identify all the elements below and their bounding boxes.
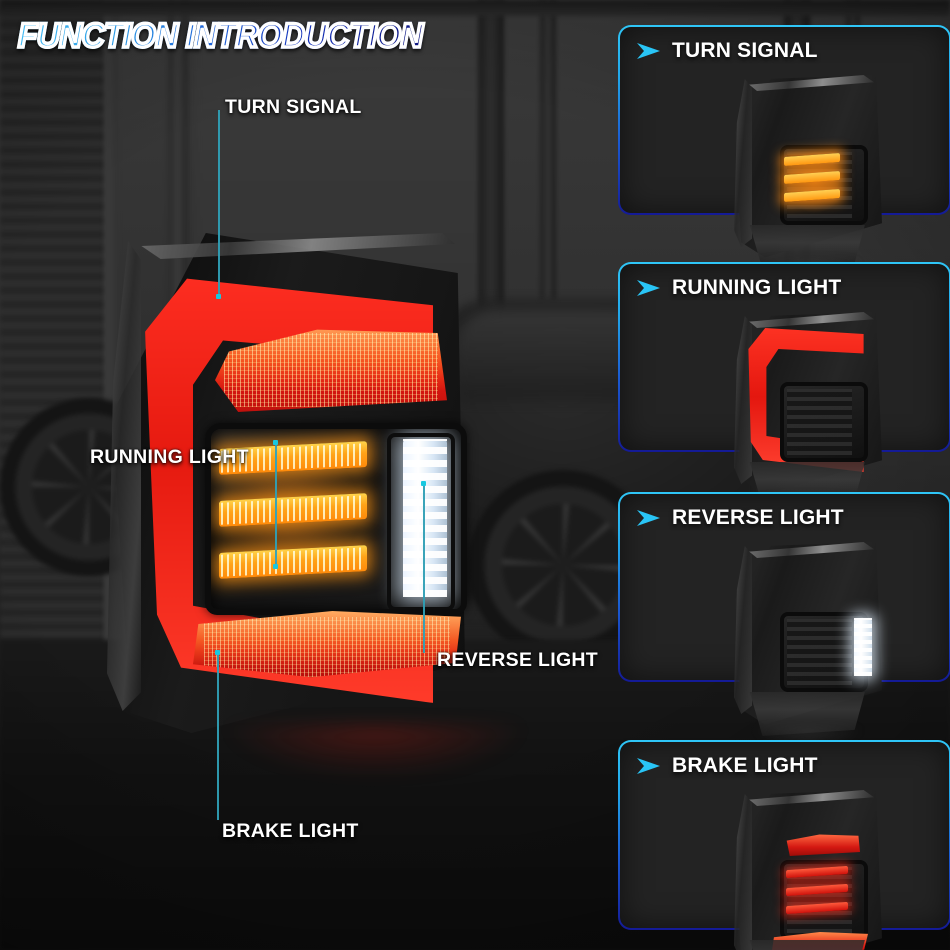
- panel-label-reverse-light: REVERSE LIGHT: [672, 506, 844, 529]
- callout-dot-turn-signal-cluster: [273, 440, 278, 445]
- panel-header-turn-signal: TURN SIGNAL: [636, 39, 818, 63]
- chevron-right-icon: [637, 758, 660, 774]
- chevron-right-icon: [637, 43, 660, 59]
- panel-turn-signal[interactable]: TURN SIGNAL: [618, 25, 950, 295]
- panel-header-running-light: RUNNING LIGHT: [636, 276, 841, 300]
- taillight-thumb-turn-signal: [732, 75, 882, 295]
- panel-label-brake-light: BRAKE LIGHT: [672, 754, 818, 777]
- taillight-thumb-running-light: [732, 312, 882, 532]
- chevron-right-icon: [637, 510, 660, 526]
- callout-dot-brake-light: [215, 650, 220, 655]
- panel-running-light[interactable]: RUNNING LIGHT: [618, 262, 950, 532]
- callout-label-reverse-light: REVERSE LIGHT: [437, 649, 599, 671]
- reverse-light-leds-thumb: [854, 618, 872, 676]
- panel-reverse-light[interactable]: REVERSE LIGHT: [618, 492, 950, 762]
- panel-header-reverse-light: REVERSE LIGHT: [636, 506, 844, 530]
- callout-label-brake-light: BRAKE LIGHT: [222, 820, 359, 842]
- brake-upper-bar-thumb: [786, 834, 860, 856]
- panel-header-brake-light: BRAKE LIGHT: [636, 754, 818, 778]
- chevron-right-icon: [637, 280, 660, 296]
- panel-brake-light[interactable]: BRAKE LIGHT: [618, 740, 950, 950]
- callout-dot-turn-signal: [216, 294, 221, 299]
- taillight-thumb-brake-light: [732, 790, 882, 950]
- taillight-thumb-reverse-light: [732, 542, 882, 762]
- callout-line-turn-signal: [218, 110, 220, 298]
- page-title: FUNCTION INTRODUCTION: [16, 15, 425, 57]
- callout-line-reverse-light: [423, 485, 425, 653]
- turn-signal-leds-thumb: [784, 151, 840, 211]
- reverse-light-frame: [387, 433, 455, 609]
- reverse-light-led-strip: [403, 439, 447, 597]
- taillight-left-chrome-edge: [107, 241, 141, 711]
- panel-label-turn-signal: TURN SIGNAL: [672, 39, 818, 62]
- callout-dot-reverse-light: [421, 481, 426, 486]
- main-taillight-illustration: [105, 233, 525, 845]
- callout-label-running-light: RUNNING LIGHT: [90, 446, 249, 468]
- brake-led-rows-thumb: [786, 865, 848, 924]
- lower-brake-bar: [193, 611, 461, 678]
- callout-dot-turn-signal-cluster-end: [273, 564, 278, 569]
- callout-line-brake-light: [217, 652, 219, 820]
- callout-line-turn-signal-cluster: [275, 442, 277, 568]
- callout-label-turn-signal: TURN SIGNAL: [225, 96, 362, 118]
- panel-label-running-light: RUNNING LIGHT: [672, 276, 842, 299]
- taillight-floor-reflection: [225, 725, 525, 845]
